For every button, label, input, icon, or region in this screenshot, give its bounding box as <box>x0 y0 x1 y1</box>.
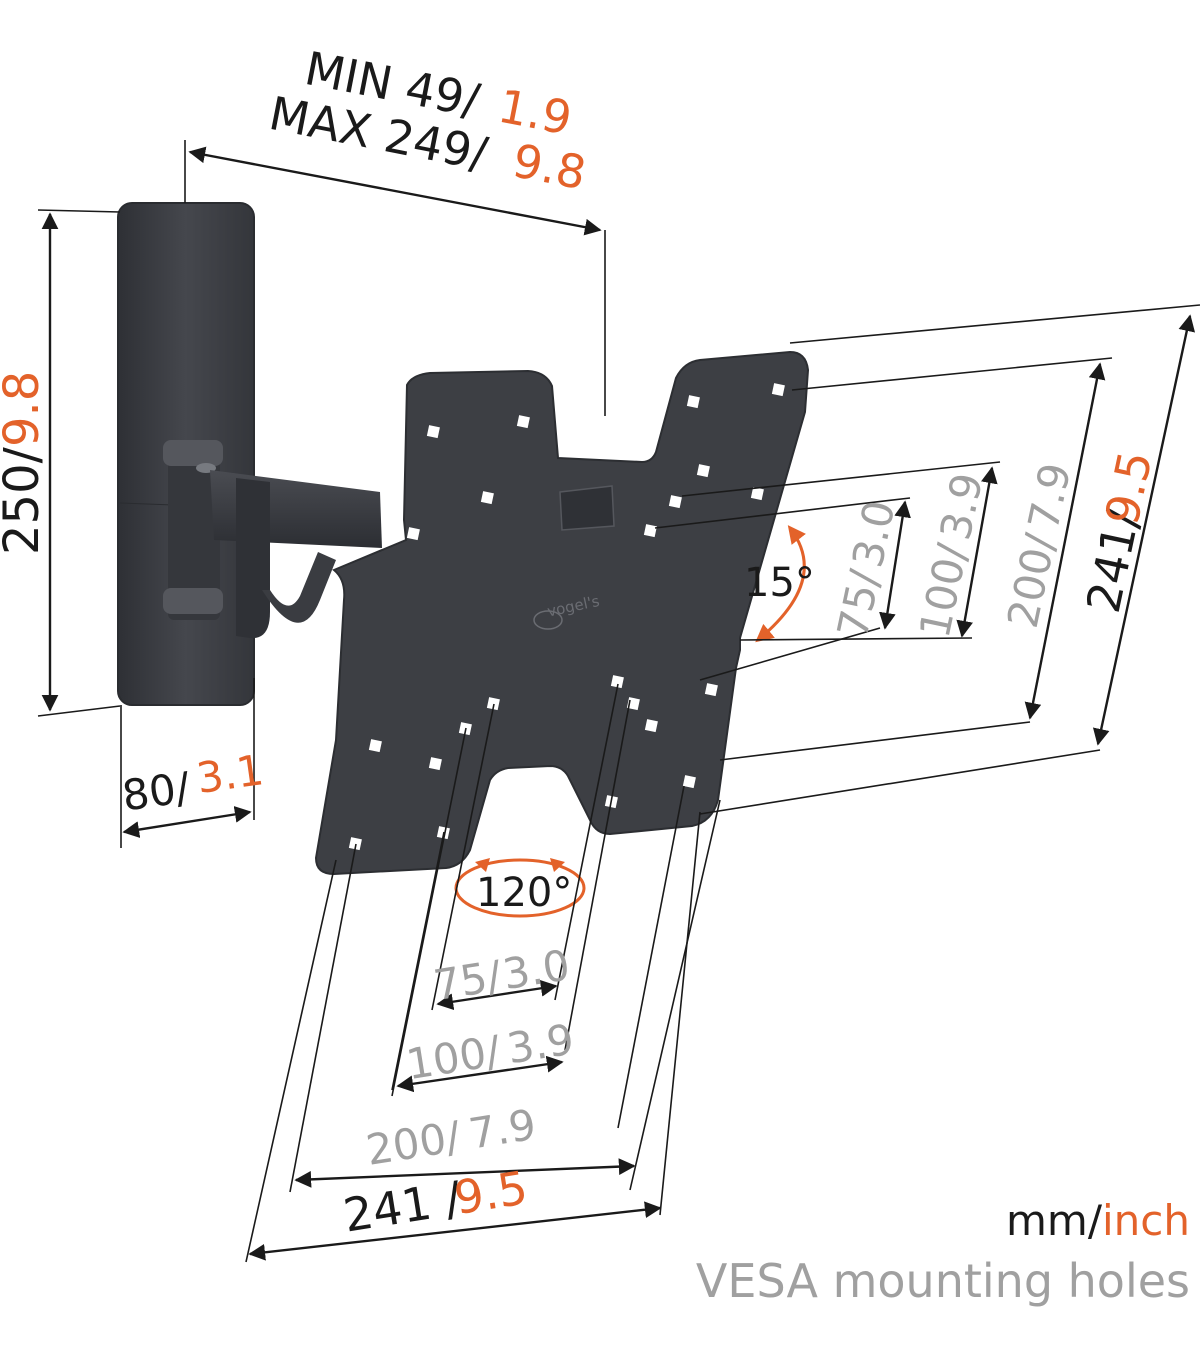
vesa-v-100-in: 3.9 <box>931 469 993 545</box>
tilt-angle: 15° <box>744 560 815 606</box>
units-mm: mm/ <box>1006 1196 1102 1245</box>
wall-height-mm: 250/ <box>0 446 50 555</box>
swivel-angle: 120° <box>476 870 572 916</box>
wall-plate-width-dimension: 80/ 3.1 <box>119 678 266 848</box>
vesa-h-75-in: 3.0 <box>499 940 573 999</box>
vesa-legend: VESA mounting holes <box>696 1254 1190 1308</box>
vesa-v-241-in: 9.5 <box>1095 446 1163 529</box>
vesa-v-75-mm: 75/ <box>828 565 890 642</box>
units-legend: mm/inch <box>1006 1196 1190 1245</box>
vesa-h-100-mm: 100/ <box>403 1026 505 1089</box>
tilt-indicator: 15° <box>744 525 815 643</box>
vesa-h-100-in: 3.9 <box>504 1014 578 1073</box>
vesa-plate: vogel's <box>314 350 810 876</box>
wall-width-inch: 3.1 <box>193 745 266 803</box>
vesa-v-200-in: 7.9 <box>1019 459 1081 535</box>
units-inch: inch <box>1102 1196 1190 1245</box>
extension-max-inch: 9.8 <box>508 133 590 200</box>
wall-width-mm: 80/ <box>119 762 194 820</box>
vesa-h-241-in: 9.5 <box>450 1160 531 1225</box>
vesa-h-200-mm: 200/ <box>363 1112 465 1175</box>
wall-height-inch: 9.8 <box>0 371 50 447</box>
vesa-v-100-mm: 100/ <box>910 539 978 642</box>
wall-plate-height-dimension: 250/ 9.8 <box>0 209 121 717</box>
vesa-legend-text: VESA mounting holes <box>695 1254 1190 1308</box>
vesa-h-75-mm: 75/ <box>430 951 505 1010</box>
swivel-indicator: 120° <box>454 858 586 918</box>
vesa-h-200-in: 7.9 <box>466 1100 540 1159</box>
swivel-arm <box>163 440 382 639</box>
vesa-v-200-mm: 200/ <box>998 529 1066 632</box>
